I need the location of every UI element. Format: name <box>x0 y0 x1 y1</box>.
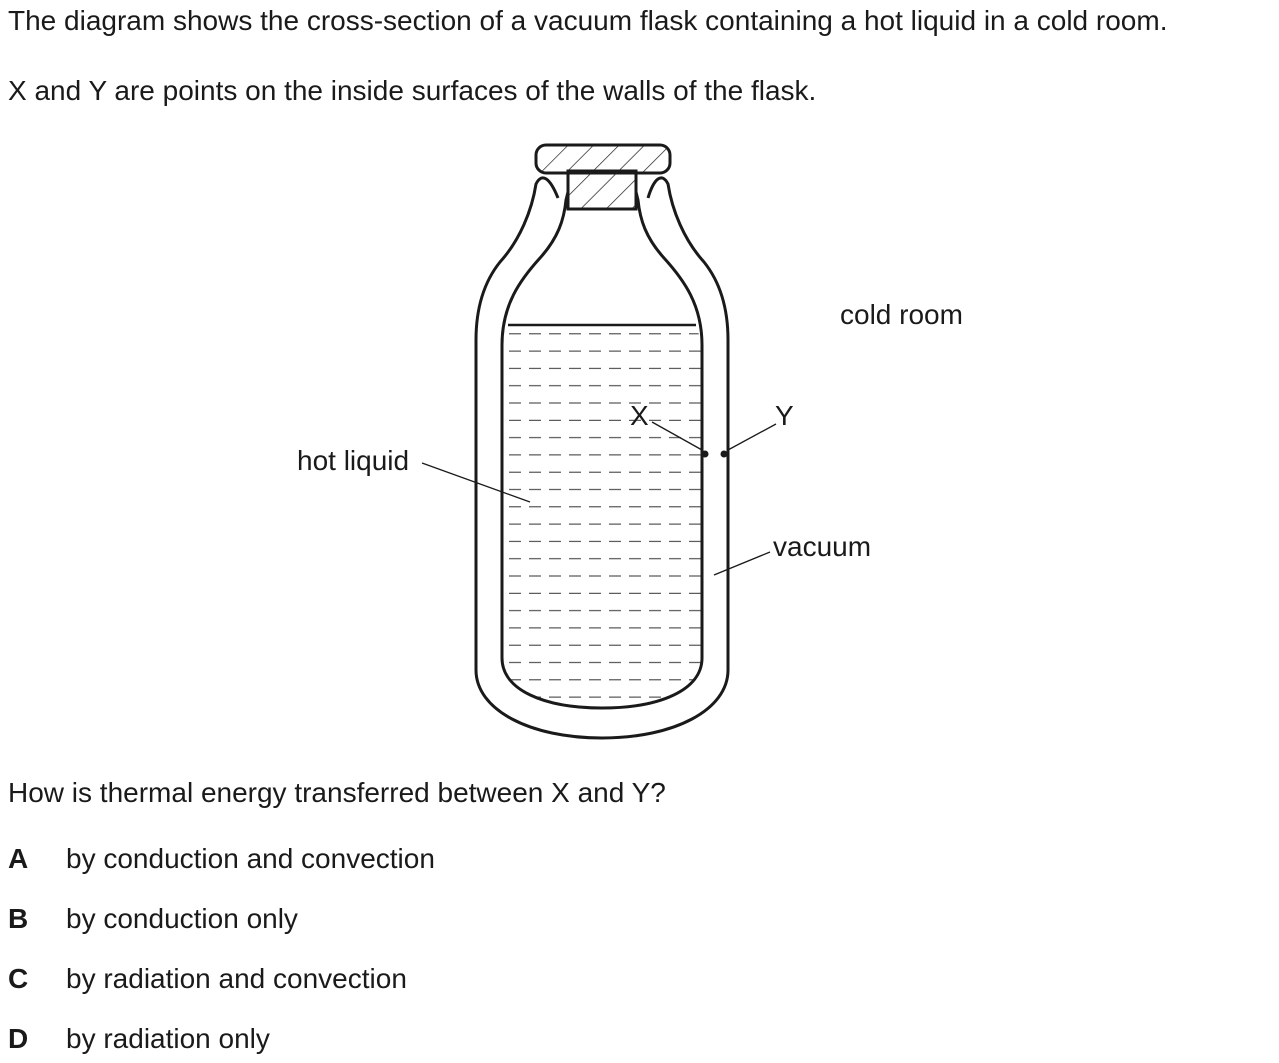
option-letter: D <box>8 1023 29 1054</box>
option-letter: B <box>8 903 29 934</box>
vacuum-leader <box>713 551 771 576</box>
label-point-y: Y <box>775 400 794 431</box>
flask-stopper-plug <box>566 169 638 211</box>
point-y-leader <box>727 423 777 451</box>
option-text: by radiation only <box>66 1023 270 1054</box>
option-letter: C <box>8 963 29 994</box>
option-letter: A <box>8 843 29 874</box>
point-x-leader <box>651 421 703 451</box>
flask-inner-wall <box>500 191 704 710</box>
label-point-x: X <box>630 400 649 431</box>
flask-stopper-top <box>534 143 672 175</box>
label-cold-room: cold room <box>840 299 963 330</box>
point-x-marker <box>701 450 709 458</box>
label-hot-liquid: hot liquid <box>297 445 409 476</box>
point-y-marker <box>720 450 728 458</box>
question-prompt: How is thermal energy transferred betwee… <box>8 777 666 808</box>
hot-liquid-leader <box>421 462 531 503</box>
option-text: by conduction only <box>66 903 298 934</box>
flask-outer-wall <box>474 176 730 740</box>
label-vacuum: vacuum <box>773 531 871 562</box>
option-text: by conduction and convection <box>66 843 435 874</box>
hot-liquid-fill <box>502 325 702 708</box>
question-intro-line-2: X and Y are points on the inside surface… <box>8 75 817 106</box>
question-intro-line-1: The diagram shows the cross-section of a… <box>8 5 1168 36</box>
option-text: by radiation and convection <box>66 963 407 994</box>
